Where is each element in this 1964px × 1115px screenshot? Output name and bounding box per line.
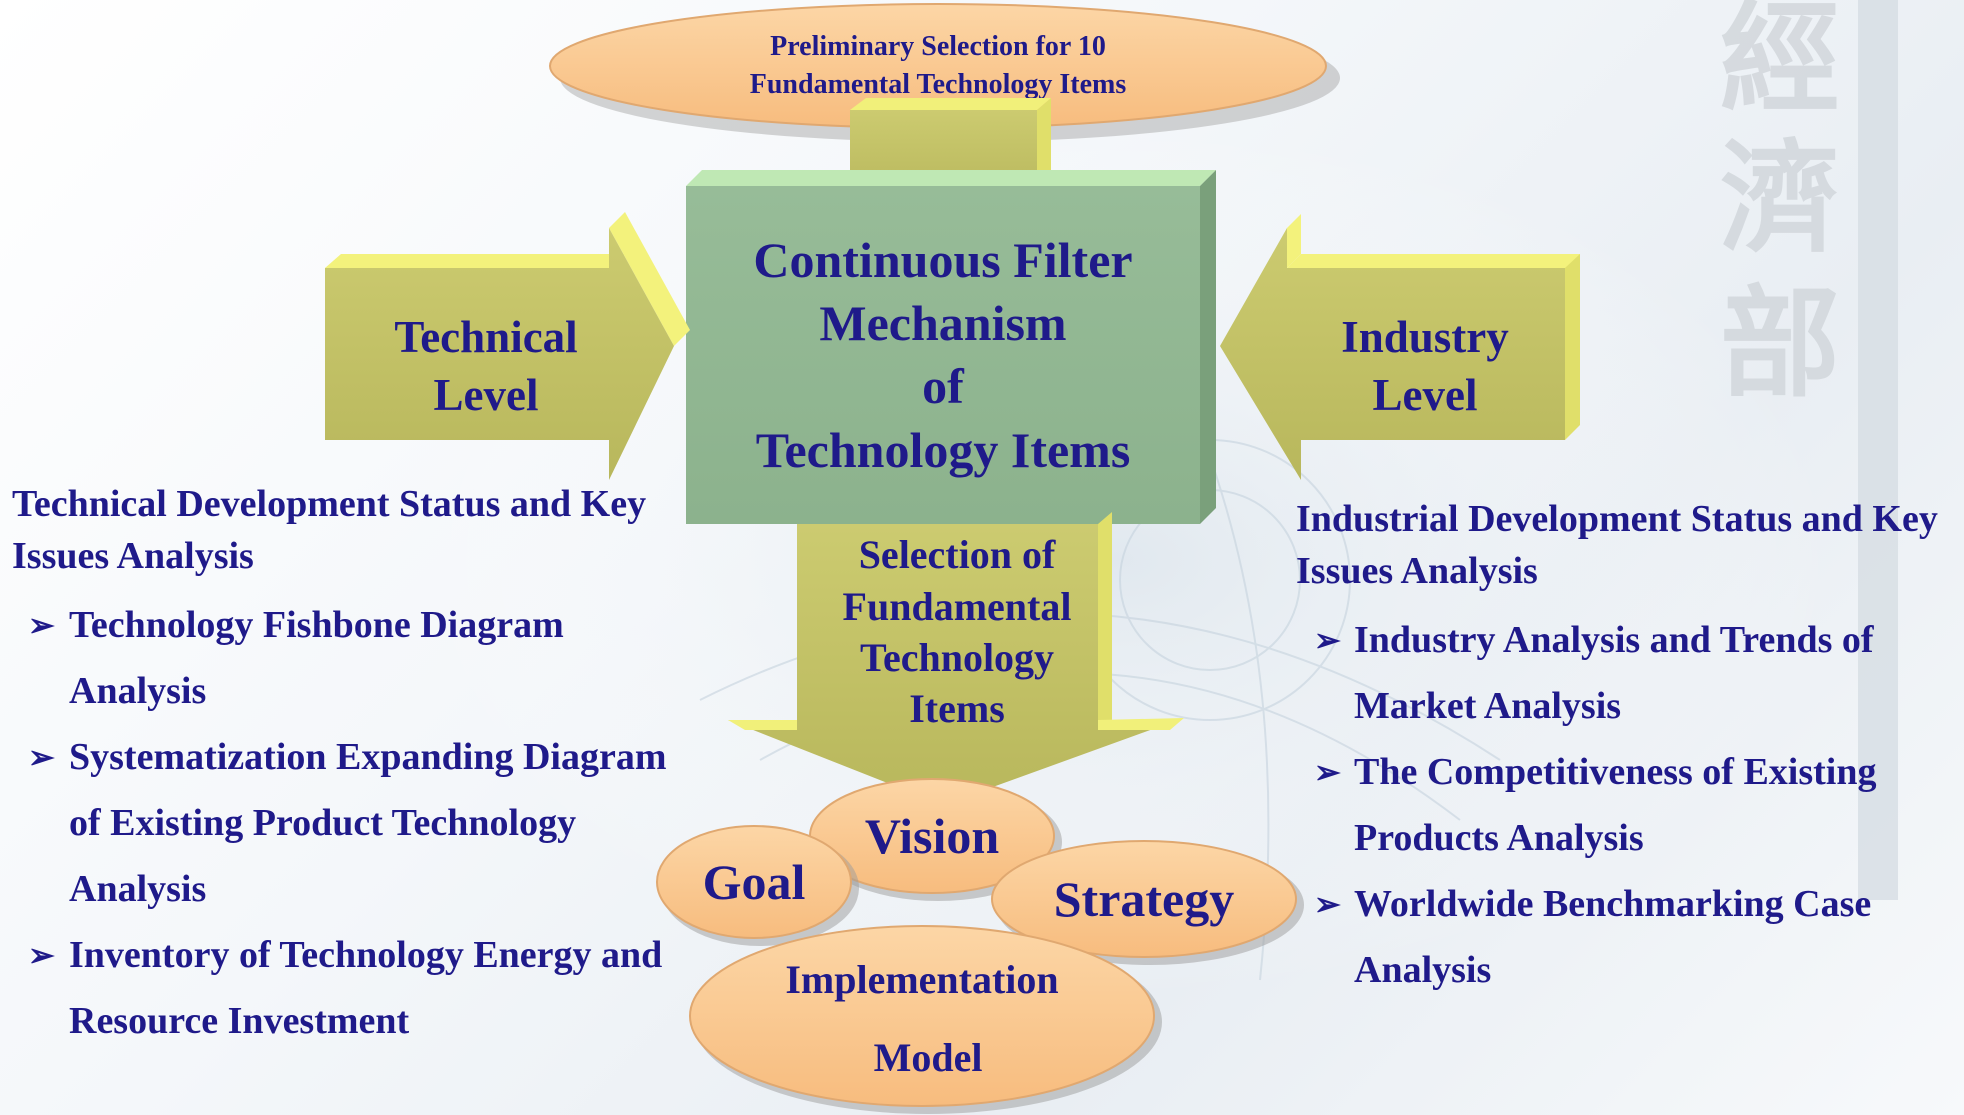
- list-item-text: Inventory of Technology Energy and Resou…: [69, 934, 663, 1042]
- technical-analysis-title: Technical Development Status and Key Iss…: [12, 483, 647, 577]
- arrow-bullet-icon: ➢: [28, 739, 55, 775]
- strategy-label: Strategy: [1054, 871, 1235, 927]
- industrial-analysis-list: ➢ Industry Analysis and Trends of Market…: [1296, 607, 1956, 1003]
- center-box-line4: Technology Items: [756, 422, 1131, 478]
- list-item-text: Technology Fishbone Diagram Analysis: [69, 604, 564, 712]
- industrial-analysis-panel: Industrial Development Status and Key Is…: [1296, 493, 1956, 1003]
- implementation-line2: Model: [874, 1035, 983, 1080]
- center-box-line3: of: [922, 358, 965, 414]
- goal-oval: Goal: [656, 825, 859, 946]
- implementation-line1: Implementation: [785, 957, 1058, 1002]
- list-item-text: Industry Analysis and Trends of Market A…: [1354, 619, 1874, 727]
- arrow-bullet-icon: ➢: [28, 607, 55, 643]
- technical-analysis-list: ➢ Technology Fishbone Diagram Analysis ➢…: [12, 592, 672, 1054]
- watermark-bar: [1858, 0, 1898, 900]
- watermark-char-1: 經: [1720, 0, 1840, 126]
- top-ellipse-line2: Fundamental Technology Items: [750, 69, 1127, 100]
- arrow-bullet-icon: ➢: [28, 937, 55, 973]
- center-box-line2: Mechanism: [819, 295, 1066, 351]
- selection-line2: Fundamental: [843, 584, 1072, 629]
- top-ellipse-line1: Preliminary Selection for 10: [770, 31, 1106, 62]
- industry-level-line1: Industry: [1341, 312, 1509, 362]
- vision-label: Vision: [865, 808, 999, 864]
- vision-oval: Vision: [809, 778, 1062, 901]
- arrow-bullet-icon: ➢: [1314, 622, 1341, 658]
- list-item-text: The Competitiveness of Existing Products…: [1354, 751, 1877, 859]
- strategy-oval: Strategy: [991, 840, 1304, 965]
- list-item-text: Worldwide Benchmarking Case Analysis: [1354, 883, 1872, 991]
- implementation-model-oval: Implementation Model: [689, 925, 1162, 1114]
- watermark-text: 經 濟 部: [1720, 0, 1840, 411]
- list-item: ➢ Systematization Expanding Diagram of E…: [12, 724, 672, 922]
- selection-line4: Items: [909, 686, 1005, 731]
- technical-level-arrow: Technical Level: [325, 212, 690, 480]
- center-box: Continuous Filter Mechanism of Technolog…: [686, 170, 1216, 524]
- list-item-text: Systematization Expanding Diagram of Exi…: [69, 736, 667, 910]
- selection-line1: Selection of: [859, 532, 1056, 577]
- arrow-bullet-icon: ➢: [1314, 886, 1341, 922]
- center-box-line1: Continuous Filter: [753, 232, 1132, 288]
- industrial-analysis-title: Industrial Development Status and Key Is…: [1296, 498, 1938, 592]
- technical-analysis-panel: Technical Development Status and Key Iss…: [12, 478, 672, 1054]
- technical-level-line1: Technical: [394, 312, 577, 362]
- list-item: ➢ Industry Analysis and Trends of Market…: [1296, 607, 1956, 739]
- list-item: ➢ Inventory of Technology Energy and Res…: [12, 922, 672, 1054]
- selection-line3: Technology: [860, 635, 1054, 680]
- technical-level-line2: Level: [434, 370, 539, 420]
- list-item: ➢ Worldwide Benchmarking Case Analysis: [1296, 871, 1956, 1003]
- selection-down-arrow: Selection of Fundamental Technology Item…: [728, 512, 1184, 805]
- list-item: ➢ The Competitiveness of Existing Produc…: [1296, 739, 1956, 871]
- watermark-char-3: 部: [1720, 278, 1840, 411]
- top-ellipse: Preliminary Selection for 10 Fundamental…: [549, 3, 1340, 142]
- arrow-bullet-icon: ➢: [1314, 754, 1341, 790]
- industry-level-arrow: Industry Level: [1220, 214, 1580, 480]
- list-item: ➢ Technology Fishbone Diagram Analysis: [12, 592, 672, 724]
- industry-level-line2: Level: [1373, 370, 1478, 420]
- goal-label: Goal: [703, 854, 806, 910]
- watermark-char-2: 濟: [1720, 133, 1840, 266]
